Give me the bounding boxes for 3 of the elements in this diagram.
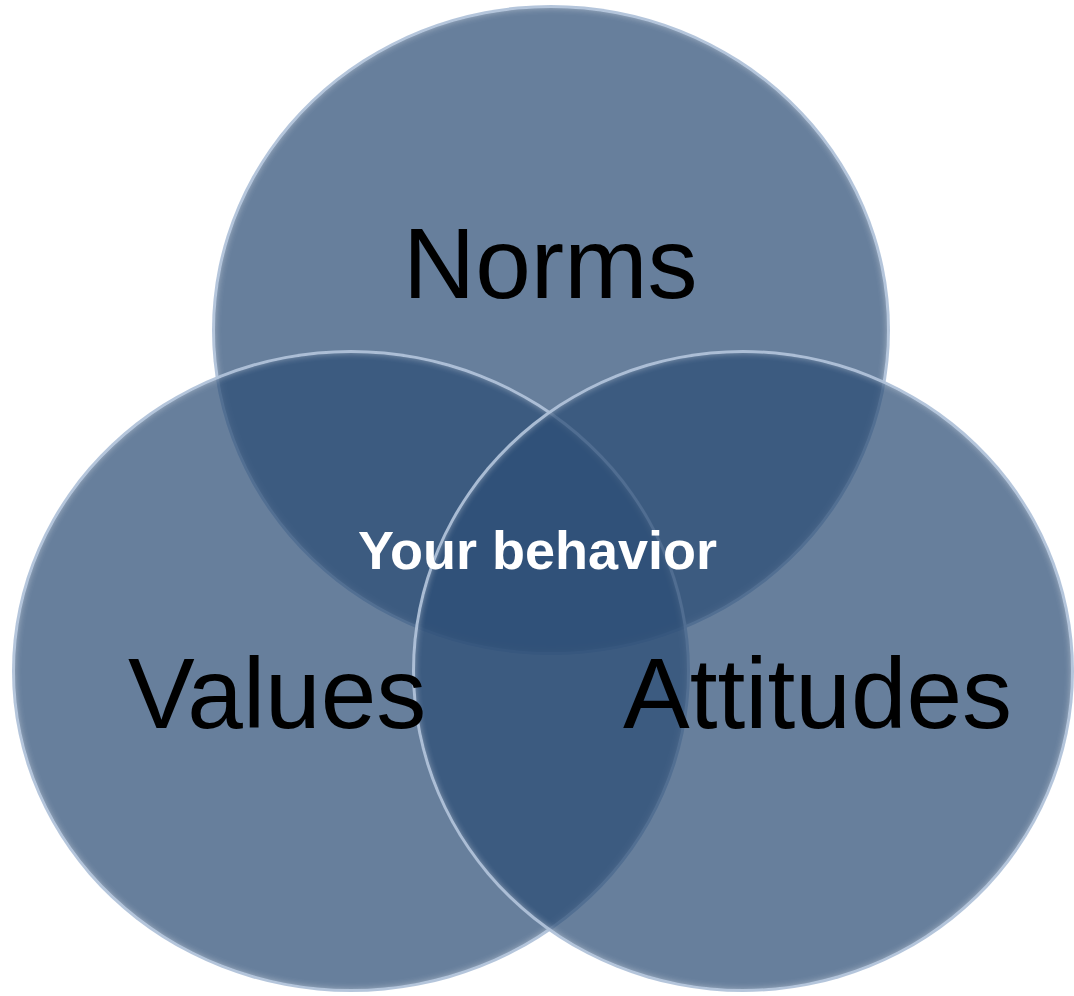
circle-label: Attitudes xyxy=(623,643,1013,743)
circle-label: Norms xyxy=(403,213,698,313)
circle-label: Values xyxy=(128,643,427,743)
